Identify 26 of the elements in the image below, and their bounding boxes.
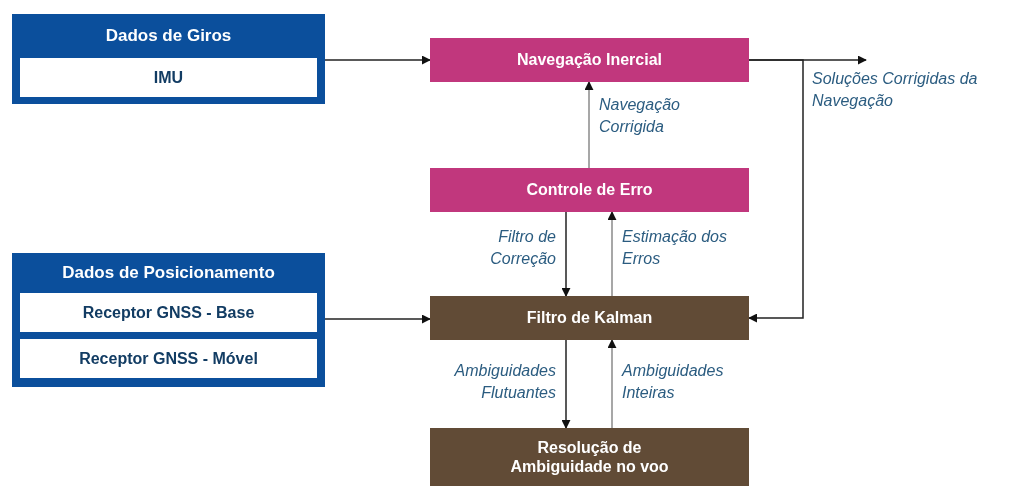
arrow bbox=[584, 81, 594, 169]
box-label: Controle de Erro bbox=[525, 180, 654, 200]
process-box bbox=[20, 58, 317, 97]
box-label: Resolução de Ambiguidade no voo bbox=[509, 437, 670, 477]
box-label: Receptor GNSS - Base bbox=[81, 302, 256, 323]
group-panel bbox=[12, 253, 325, 387]
process-box bbox=[430, 168, 749, 212]
group-panel bbox=[12, 14, 325, 104]
box-label: Filtro de Kalman bbox=[525, 308, 654, 328]
process-box bbox=[430, 38, 749, 82]
box-label: Navegação Inercial bbox=[516, 50, 663, 70]
process-box bbox=[430, 296, 749, 340]
group-title: Dados de Giros bbox=[104, 24, 233, 47]
arrow bbox=[748, 59, 804, 323]
arrow bbox=[607, 339, 617, 429]
arrow bbox=[324, 55, 431, 65]
arrow bbox=[561, 211, 571, 297]
box-label: Receptor GNSS - Móvel bbox=[78, 348, 259, 369]
arrow bbox=[607, 211, 617, 297]
box-label: IMU bbox=[152, 67, 185, 88]
process-box bbox=[430, 428, 749, 486]
group-title: Dados de Posicionamento bbox=[61, 261, 276, 284]
arrow bbox=[324, 314, 431, 324]
arrow bbox=[561, 339, 571, 429]
process-box bbox=[20, 293, 317, 332]
process-box bbox=[20, 339, 317, 378]
